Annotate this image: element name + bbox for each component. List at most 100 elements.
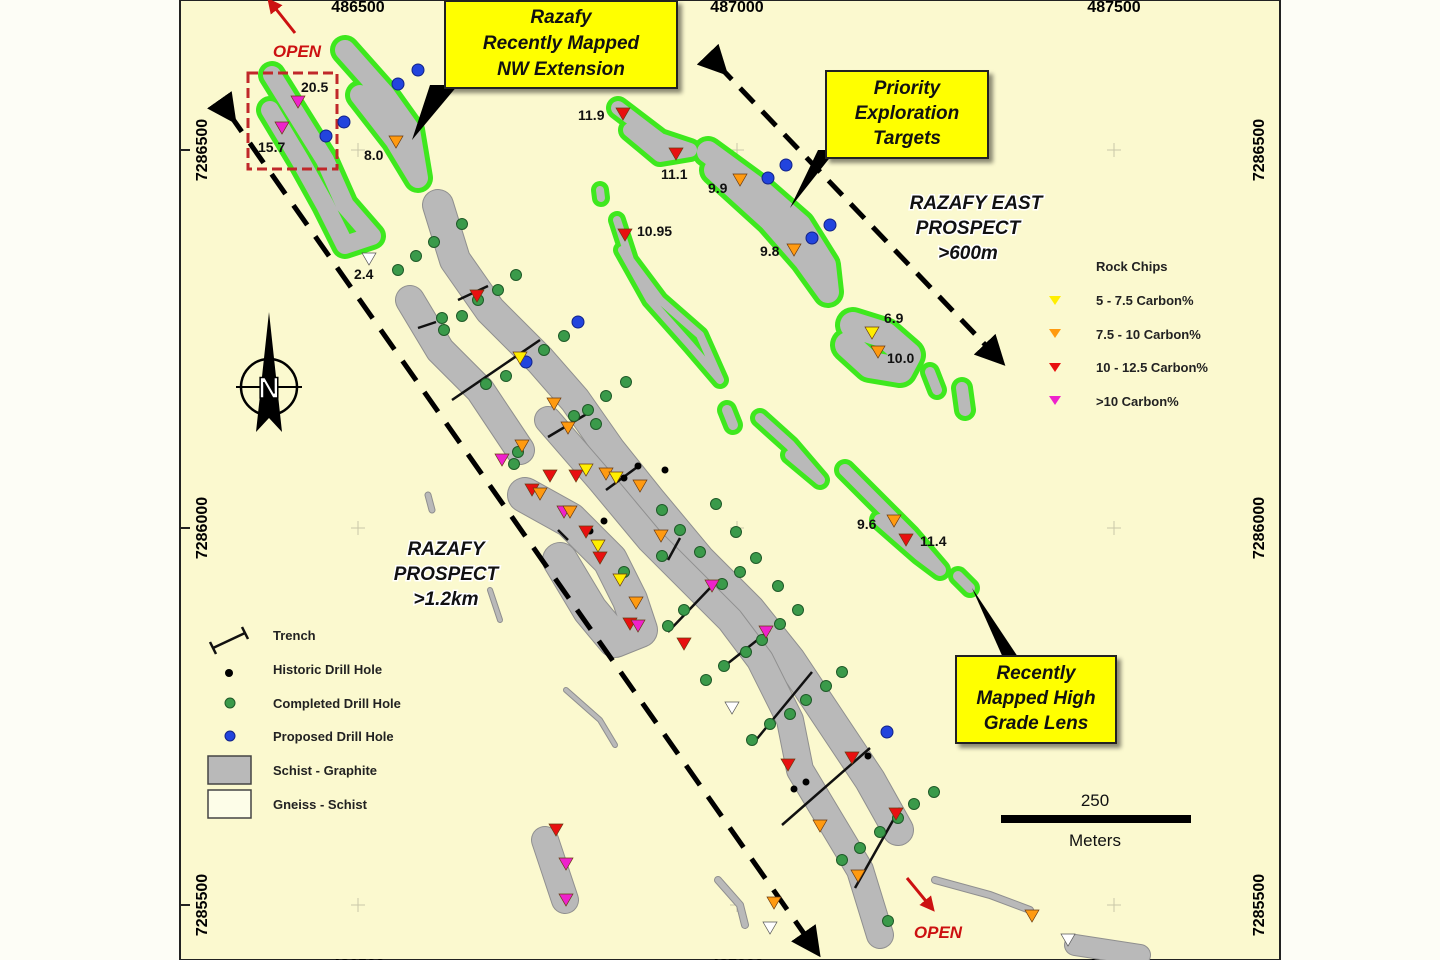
completed-drill-hole: [428, 236, 440, 248]
rock-chip-sample: [388, 135, 404, 149]
completed-drill-hole: [678, 604, 690, 616]
completed-drill-hole: [620, 376, 632, 388]
rock-chip-sample: [562, 505, 578, 519]
completed-drill-hole: [836, 666, 848, 678]
rock-chip-sample: [568, 469, 584, 483]
rock-chip-sample: [1060, 933, 1076, 947]
rock-chip-sample: [864, 326, 880, 340]
graphite-body: [1065, 935, 1150, 960]
callout-line: Priority: [874, 78, 942, 99]
completed-drill-hole: [730, 526, 742, 538]
rock-chip-sample: [612, 573, 628, 587]
completed-drill-hole: [820, 680, 832, 692]
grade-label: 11.9: [578, 107, 605, 123]
scale-unit: Meters: [1069, 831, 1121, 850]
northing-label: 7286500: [194, 119, 211, 181]
completed-drill-hole: [558, 330, 570, 342]
rock-chip-sample: [615, 107, 631, 121]
completed-drill-hole: [772, 580, 784, 592]
north-letter: N: [258, 372, 280, 405]
grade-label: 6.9: [884, 310, 904, 326]
rock-chip-sample: [290, 95, 306, 109]
rock-chip-sample: [274, 121, 290, 135]
rock-chip-sample: [786, 243, 802, 257]
rock-chip-sample: [469, 289, 485, 303]
trench-line: [755, 671, 813, 741]
rock-chip-sample: [676, 637, 692, 651]
scale-value: 250: [1081, 791, 1109, 810]
callout-line: Targets: [873, 128, 941, 149]
completed-drill-hole: [784, 708, 796, 720]
completed-drill-hole: [908, 798, 920, 810]
rock-chip-sample: [558, 857, 574, 871]
grid-cross: [1107, 521, 1121, 535]
completed-drill-hole: [436, 312, 448, 324]
proposed-drill-hole: [411, 63, 425, 77]
open-arrow-nw: [267, 0, 297, 34]
grade-label: 20.5: [301, 79, 328, 95]
rock-chip-sample: [542, 469, 558, 483]
completed-drill-hole: [734, 566, 746, 578]
historic-drill-hole: [634, 462, 642, 470]
rock-chip-sample: [590, 539, 606, 553]
legend-item: Gneiss - Schist: [273, 797, 368, 812]
completed-drill-hole: [674, 524, 686, 536]
rock-chip-sample: [870, 345, 886, 359]
legend-item: 5 - 7.5 Carbon%: [1096, 293, 1194, 308]
historic-drill-hole: [790, 785, 798, 793]
completed-drill-hole: [836, 854, 848, 866]
rock-chip-sample: [361, 252, 377, 266]
prospect-line: RAZAFY: [407, 539, 486, 560]
rock-chip-sample: [780, 758, 796, 772]
rock-chip-sample: [850, 869, 866, 883]
trench-symbol: [208, 626, 250, 655]
grade-label: 9.8: [760, 243, 780, 259]
rock-chip-sample: [653, 529, 669, 543]
razafy-east-label: RAZAFY EAST PROSPECT >600m: [908, 192, 1045, 266]
grade-label: 9.9: [708, 180, 728, 196]
legend-title: Rock Chips: [1096, 259, 1168, 274]
proposed-drill-hole: [880, 725, 894, 739]
rock-chip-sample: [514, 439, 530, 453]
legend-item: 10 - 12.5 Carbon%: [1096, 360, 1208, 375]
target-box: [246, 71, 339, 171]
completed-drill-hole: [438, 324, 450, 336]
grade-label: 10.0: [887, 350, 914, 366]
rock-chip-sample: [704, 579, 720, 593]
rock-chip-sample: [732, 173, 748, 187]
completed-drill-hole: [456, 310, 468, 322]
completed-drill-hole: [582, 404, 594, 416]
completed-drill-hole: [882, 915, 894, 927]
grade-label: 8.0: [364, 147, 384, 163]
trench-line: [451, 338, 541, 402]
grade-label: 10.95: [637, 223, 672, 239]
rock-chip-sample: [532, 487, 548, 501]
callout-priority-targets: Priority Exploration Targets: [790, 70, 989, 208]
northing-label: 7286000: [194, 497, 211, 559]
completed-drill-hole: [750, 552, 762, 564]
completed-drill-hole: [792, 604, 804, 616]
completed-drill-hole: [656, 550, 668, 562]
callout-line: Grade Lens: [984, 713, 1089, 734]
open-arrow-se: [905, 877, 935, 912]
proposed-drill-hole: [779, 158, 793, 172]
completed-drill-hole: [656, 504, 668, 516]
prospect-line: >1.2km: [414, 589, 479, 610]
callout-high-grade-lens: Recently Mapped High Grade Lens: [955, 588, 1117, 744]
proposed-drill-hole: [823, 218, 837, 232]
historic-drill-hole: [661, 466, 669, 474]
rock-chip-sample: [844, 751, 860, 765]
completed-drill-hole: [508, 458, 520, 470]
legend-item: 7.5 - 10 Carbon%: [1096, 327, 1201, 342]
callout-nw-extension: Razafy Recently Mapped NW Extension: [412, 0, 678, 140]
proposed-drill-hole: [319, 129, 333, 143]
rock-chip-sample: [724, 701, 740, 715]
rock-chip-sample: [766, 896, 782, 910]
rock-chip-sample: [592, 551, 608, 565]
prospect-line: PROSPECT: [916, 218, 1022, 239]
proposed-drill-hole: [391, 77, 405, 91]
graphite-body-outlined: [722, 405, 738, 430]
prospect-line: RAZAFY EAST: [910, 193, 1044, 214]
scale-bar: 250 Meters: [1001, 791, 1191, 850]
